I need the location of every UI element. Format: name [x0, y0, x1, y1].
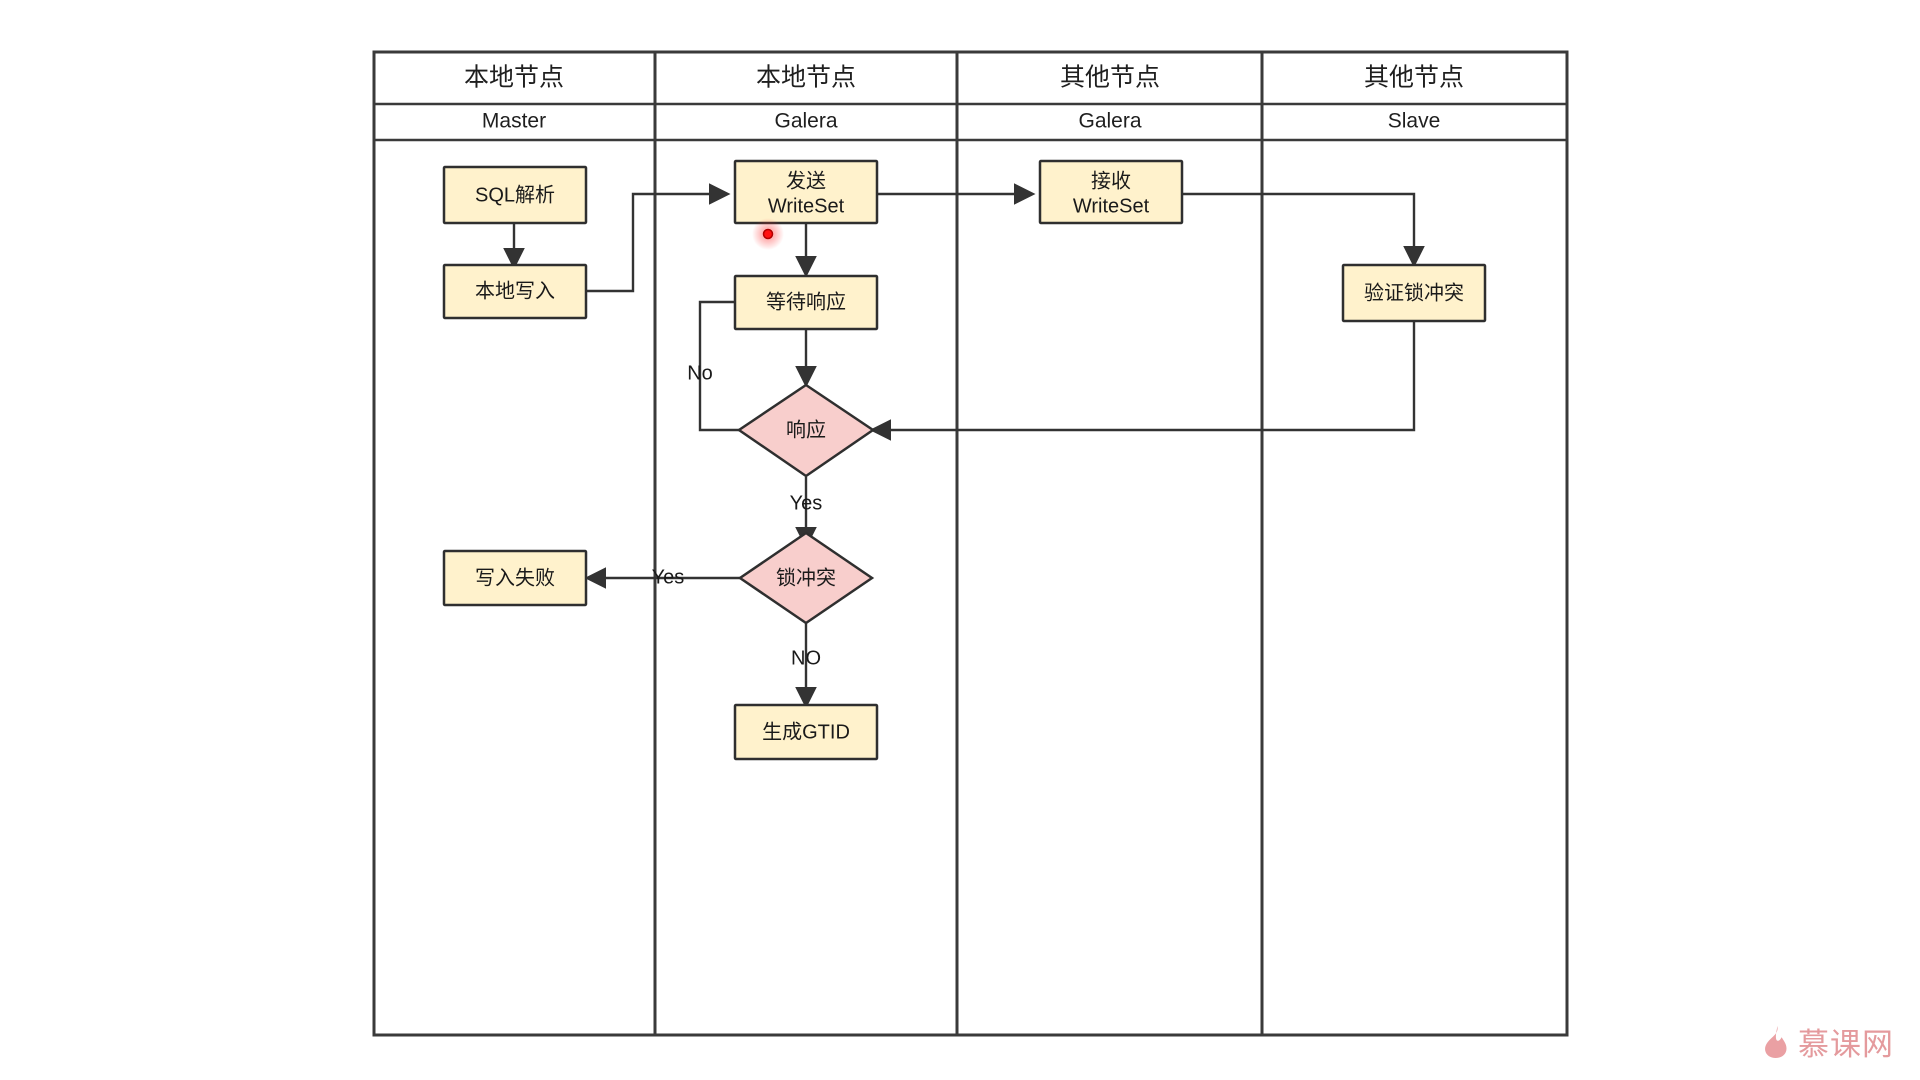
node-gen-gtid[interactable]: 生成GTID	[733, 703, 879, 761]
node-sql-parse-label: SQL解析	[475, 183, 555, 206]
watermark-text: 慕课网	[1798, 1027, 1894, 1063]
node-response-label: 响应	[786, 418, 826, 441]
lane-subtitle-slave: Slave	[1388, 110, 1441, 133]
lane-title-galera-other: 其他节点	[1060, 64, 1160, 92]
lane-title-slave: 其他节点	[1364, 64, 1464, 92]
lane-title-master: 本地节点	[464, 64, 564, 92]
node-send-writeset-label-line1: 发送	[786, 169, 826, 192]
node-sql-parse[interactable]: SQL解析	[442, 165, 588, 225]
node-recv-writeset-label-line2: WriteSet	[1073, 195, 1150, 217]
node-send-writeset-label-line2: WriteSet	[768, 195, 845, 217]
node-verify-lock-label: 验证锁冲突	[1364, 281, 1464, 304]
node-gen-gtid-label: 生成GTID	[762, 720, 850, 743]
node-write-fail-label: 写入失败	[475, 566, 555, 589]
edge-label-response-no: No	[687, 362, 713, 384]
cursor-marker	[752, 218, 784, 250]
node-lock-conflict-label: 锁冲突	[776, 566, 836, 589]
lane-subtitle-galera-local: Galera	[774, 110, 837, 133]
edge-verifylock-to-response	[869, 320, 1416, 441]
edge-recvwriteset-to-verifylock	[1182, 192, 1425, 268]
edge-label-response-yes: Yes	[790, 492, 823, 514]
node-write-fail[interactable]: 写入失败	[442, 549, 588, 607]
node-verify-lock[interactable]: 验证锁冲突	[1341, 263, 1487, 323]
flame-icon	[1765, 1025, 1787, 1058]
lane-title-galera-local: 本地节点	[756, 64, 856, 92]
watermark: 慕课网	[1761, 1019, 1894, 1064]
edge-label-lock-no: NO	[791, 647, 821, 669]
node-local-write-label: 本地写入	[475, 279, 555, 302]
edge-localwrite-to-sendwriteset	[580, 183, 731, 293]
node-wait-response-label: 等待响应	[766, 290, 846, 313]
node-recv-writeset[interactable]: 接收 WriteSet	[1038, 159, 1184, 225]
edge-label-lock-yes: Yes	[652, 566, 685, 588]
node-wait-response[interactable]: 等待响应	[733, 274, 879, 331]
node-local-write[interactable]: 本地写入	[442, 263, 588, 320]
lane-subtitle-galera-other: Galera	[1078, 110, 1141, 133]
node-lock-conflict-decision[interactable]: 锁冲突	[737, 531, 875, 625]
node-send-writeset[interactable]: 发送 WriteSet	[733, 159, 879, 225]
lane-subtitle-master: Master	[482, 110, 546, 133]
node-recv-writeset-label-line1: 接收	[1091, 169, 1131, 192]
node-response-decision[interactable]: 响应	[736, 383, 876, 478]
